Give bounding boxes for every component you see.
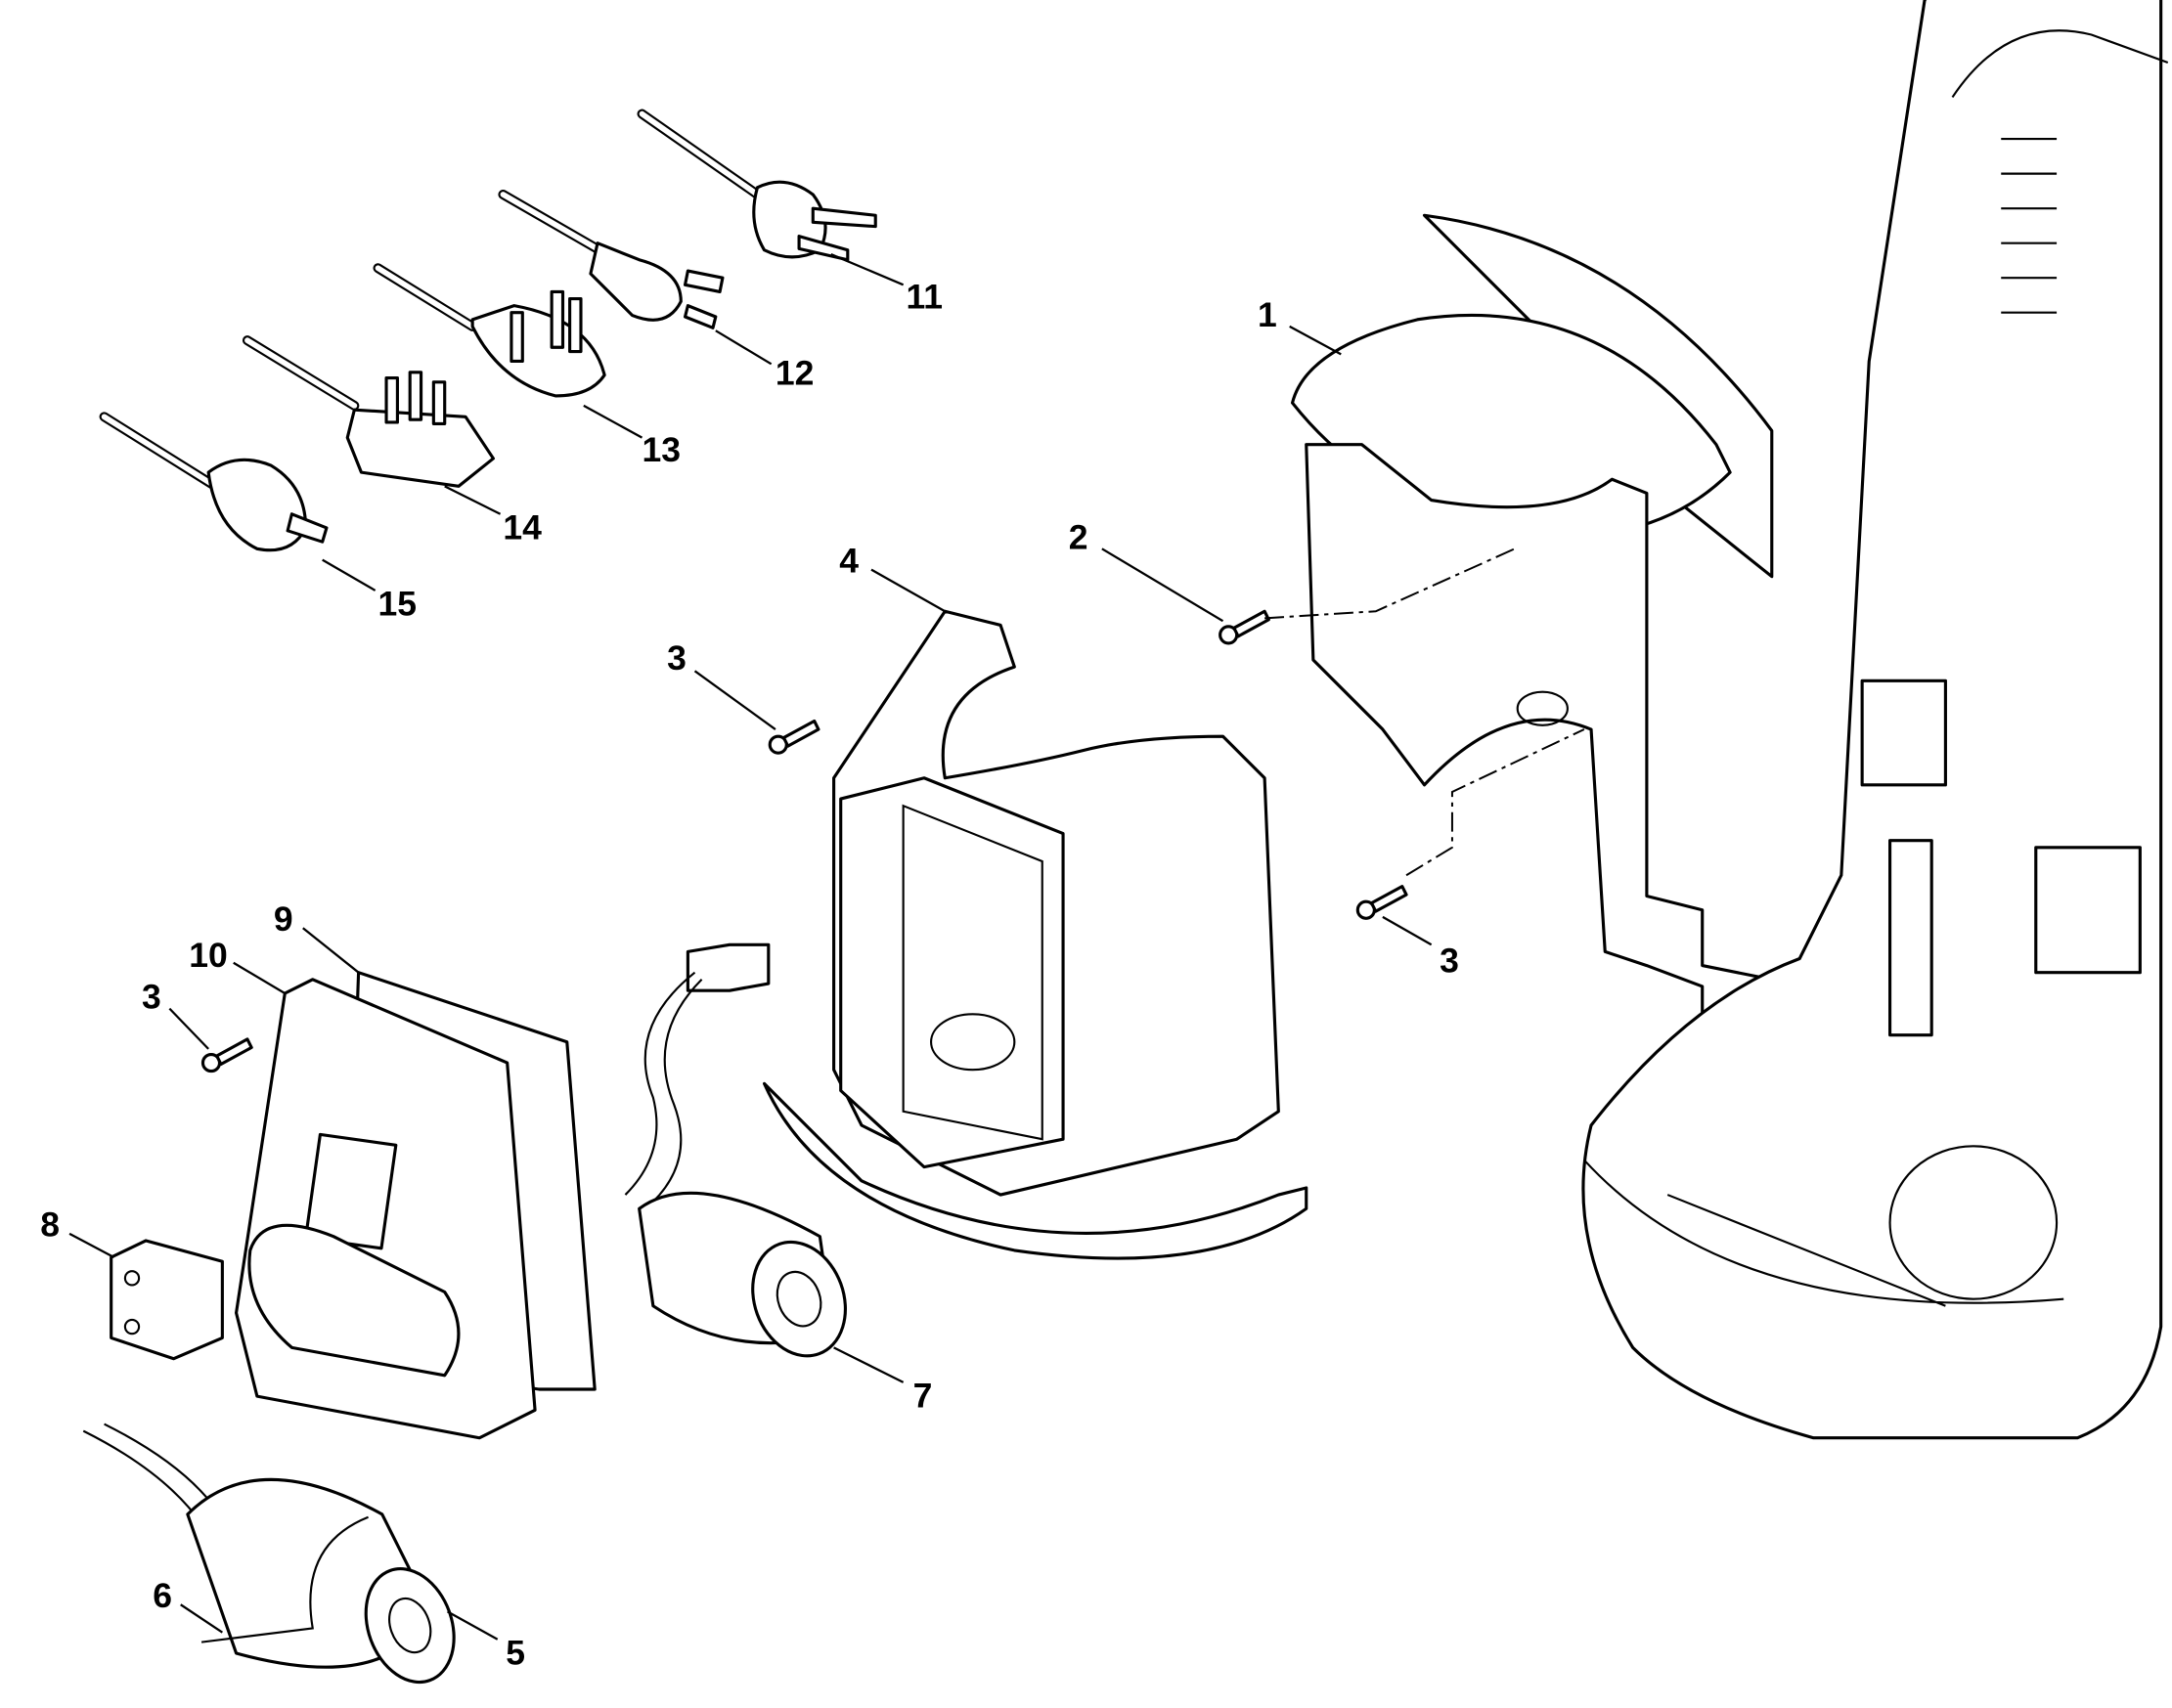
power-cord-plug-12 [498, 189, 725, 329]
callout-10: 10 [189, 936, 228, 975]
callout-12: 12 [776, 354, 815, 393]
machine-body [1581, 0, 2169, 1440]
callout-13: 13 [643, 430, 682, 469]
power-cord-plug-14 [242, 335, 496, 488]
callout-3b: 3 [1440, 942, 1459, 981]
housing-cover-1 [1290, 213, 1843, 1065]
callout-6: 6 [153, 1576, 172, 1615]
callout-15: 15 [378, 585, 418, 624]
capacitor-7 [624, 942, 847, 1358]
callout-9: 9 [274, 899, 293, 939]
callout-3a: 3 [667, 638, 687, 678]
callout-3c: 3 [142, 978, 161, 1017]
callout-11: 11 [906, 277, 943, 316]
cable-tie-6 [200, 1515, 369, 1643]
screw-3c [200, 1037, 253, 1073]
callout-4: 4 [839, 541, 859, 580]
power-cord-plug-13 [373, 263, 606, 398]
power-cord-plug-15 [99, 412, 329, 552]
screw-3b [1355, 885, 1408, 920]
callout-1: 1 [1258, 295, 1277, 334]
power-cord-plug-11 [637, 109, 877, 262]
callout-8: 8 [40, 1205, 60, 1245]
motor-housing-4 [762, 609, 1308, 1260]
screw-2 [1219, 609, 1270, 645]
rocker-switch-8 [110, 1239, 224, 1361]
callout-2: 2 [1069, 517, 1088, 556]
callout-7: 7 [913, 1376, 933, 1415]
screw-3a [768, 719, 820, 755]
capacitor-5 [82, 1423, 456, 1685]
switch-box-10 [235, 978, 537, 1440]
callout-5: 5 [506, 1633, 525, 1672]
callout-14: 14 [503, 507, 542, 547]
